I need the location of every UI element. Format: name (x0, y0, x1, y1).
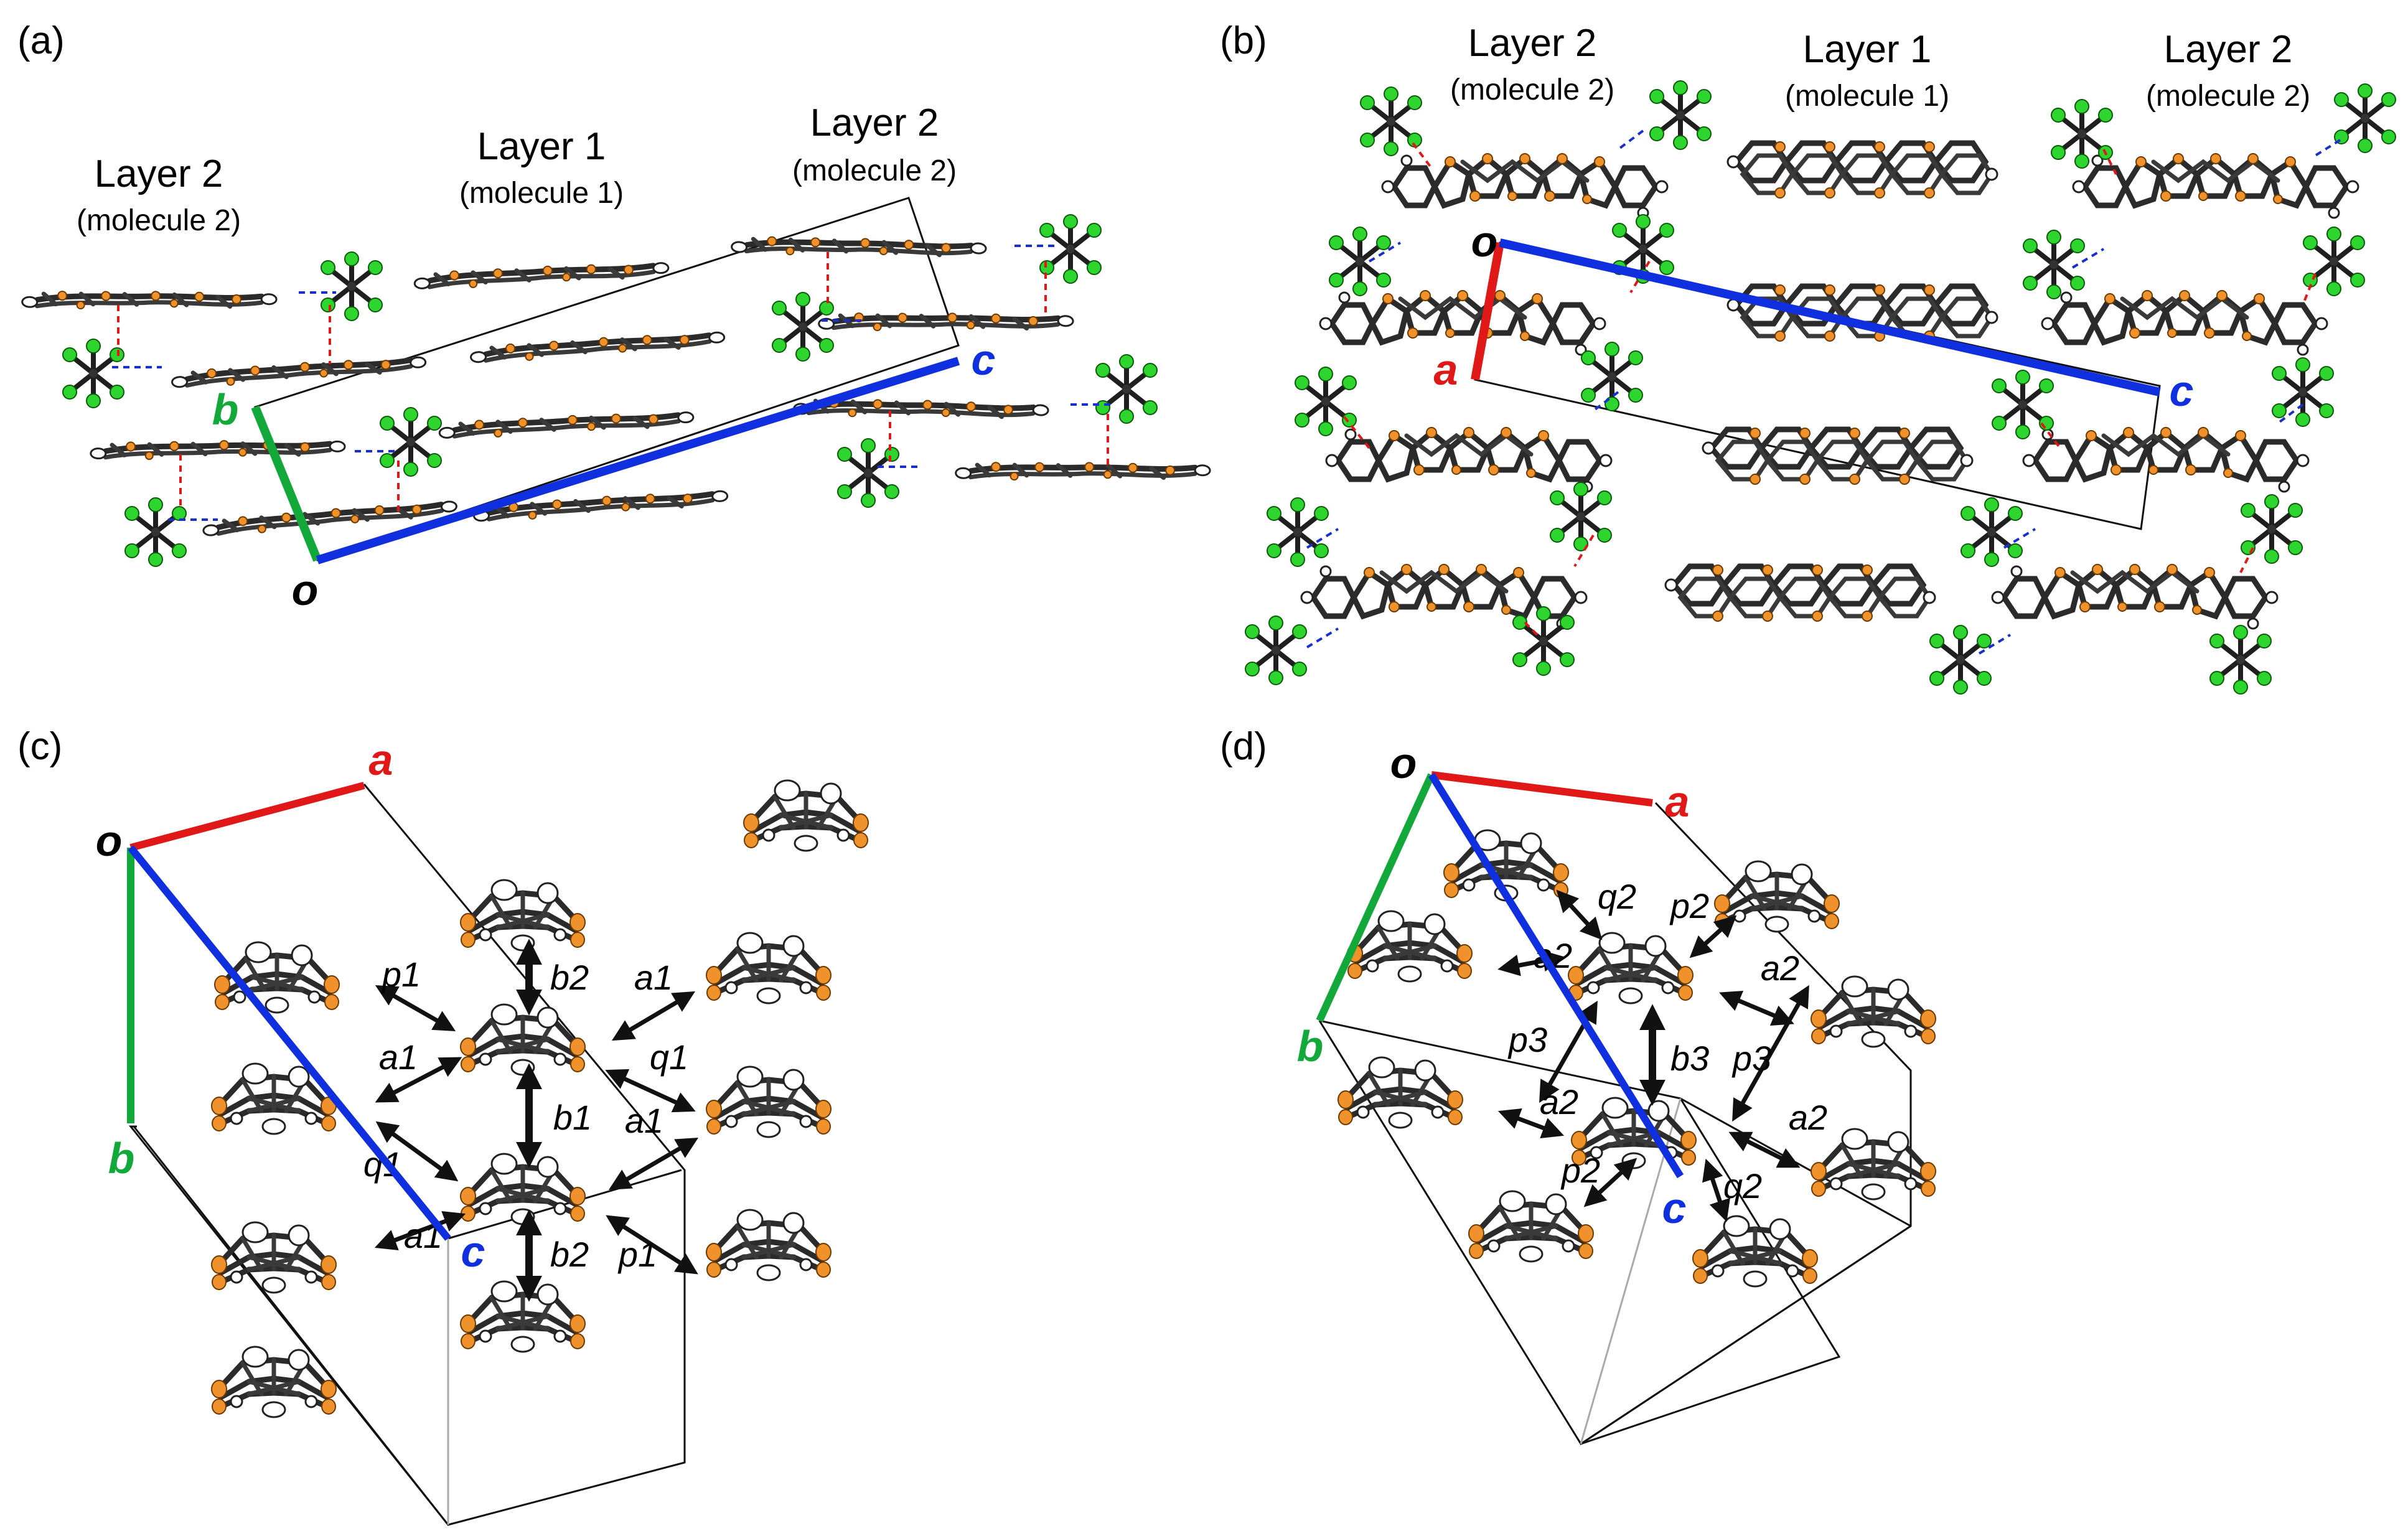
contact-label-a2-right-lower-d: a2 (1789, 1098, 1827, 1137)
axis-b-line-d (1316, 773, 1435, 1023)
axis-a-line-b (1471, 241, 1504, 381)
layer-title-b-left: Layer 2 (1468, 22, 1597, 65)
molecules-layer2-left-b (1245, 81, 1711, 685)
axis-a-line-d (1431, 771, 1653, 807)
axis-c-label-c: c (461, 1227, 485, 1276)
axis-b-label-a: b (212, 385, 239, 434)
axis-c-line-d (1428, 772, 1684, 1179)
contact-label-a2-right-upper-d: a2 (1761, 948, 1799, 988)
contact-label-q2-upper-d: q2 (1598, 877, 1636, 916)
layer-title-a-mid: Layer 1 (477, 125, 606, 168)
contact-label-b2-lower-c: b2 (550, 1235, 589, 1274)
contact-label-b1-c: b1 (553, 1098, 592, 1137)
axis-c-line-a (316, 357, 960, 564)
panel-label-b: (b) (1220, 19, 1267, 62)
origin-label-b: o (1471, 217, 1498, 266)
panel-label-a: (a) (17, 19, 65, 62)
layer-sub-b-mid: (molecule 1) (1785, 80, 1949, 113)
axis-b-label-d: b (1297, 1022, 1324, 1070)
contact-labels-c: p1 b2 a1 q1 a1 b1 a1 q1 a1 b2 p1 (363, 955, 688, 1274)
origin-label-c: o (96, 817, 123, 865)
axis-a-label-b: a (1434, 345, 1458, 394)
contact-label-a1-left-c: a1 (379, 1037, 418, 1077)
contact-label-a1-upper-right-c: a1 (634, 958, 673, 997)
contact-label-p3-left-d: p3 (1507, 1020, 1547, 1059)
layer-title-a-right: Layer 2 (810, 101, 939, 144)
contact-label-p1-lower-c: p1 (617, 1235, 657, 1274)
contact-label-q1-upper-c: q1 (650, 1037, 688, 1077)
axis-b-line-a (251, 405, 322, 562)
axis-a-line-c (129, 782, 365, 851)
unit-cell-c (128, 784, 686, 1526)
contact-arrows-c (374, 939, 699, 1302)
contact-label-q2-lower-d: q2 (1723, 1166, 1762, 1206)
layer-sub-a-mid: (molecule 1) (459, 177, 624, 210)
panel-label-c: (c) (17, 725, 62, 768)
layer-sub-b-right: (molecule 2) (2146, 80, 2310, 113)
panel-c: (c) (17, 725, 868, 1526)
molecules-d (1338, 830, 1936, 1286)
axis-c-label-d: c (1662, 1184, 1687, 1232)
axis-b-label-c: b (108, 1134, 135, 1182)
contact-label-p1-upper-c: p1 (381, 955, 421, 994)
panel-a: (a) Layer 2 (molecule 2) Layer 1 (molecu… (17, 19, 1210, 614)
layer-sub-b-left: (molecule 2) (1450, 73, 1614, 106)
axis-a-label-c: a (369, 736, 393, 784)
molecules-layer2-left-a (22, 252, 457, 566)
contact-label-a2-left-lower-d: a2 (1540, 1082, 1578, 1121)
contact-label-p2-upper-d: p2 (1669, 886, 1709, 925)
molecules-layer1-b (1665, 142, 1997, 621)
layer-sub-a-left: (molecule 2) (77, 204, 241, 237)
panel-label-d: (d) (1220, 725, 1267, 768)
contact-label-b3-d: b3 (1670, 1039, 1709, 1078)
layer-title-a-left: Layer 2 (95, 152, 223, 195)
molecules-layer2-right-a (731, 215, 1210, 507)
contact-label-p2-lower-d: p2 (1560, 1151, 1600, 1190)
contact-label-a1-right-c: a1 (625, 1101, 663, 1140)
contact-label-p3-right-d: p3 (1731, 1039, 1771, 1078)
contact-label-b2-upper-c: b2 (550, 958, 589, 997)
axis-c-line-b (1499, 238, 2161, 396)
contact-labels-d: q2 p2 a2 a2 p3 b3 p3 a2 a2 p2 q2 (1507, 877, 1827, 1206)
molecules-c (212, 780, 868, 1417)
origin-label-a: o (292, 566, 319, 614)
layer-title-b-mid: Layer 1 (1803, 28, 1932, 71)
molecules-layer2-right-b (1930, 84, 2396, 694)
origin-label-d: o (1390, 739, 1417, 787)
axis-a-label-d: a (1665, 777, 1690, 826)
layer-sub-a-right: (molecule 2) (792, 154, 957, 187)
panel-d: (d) (1220, 725, 1936, 1446)
panel-b: (b) Layer 2 (molecule 2) Layer 1 (molecu… (1220, 19, 2396, 694)
axis-c-label-b: c (2170, 367, 2194, 415)
axis-c-label-a: c (972, 335, 996, 384)
layer-title-b-right: Layer 2 (2164, 28, 2293, 71)
axis-c-line-c (128, 845, 451, 1241)
